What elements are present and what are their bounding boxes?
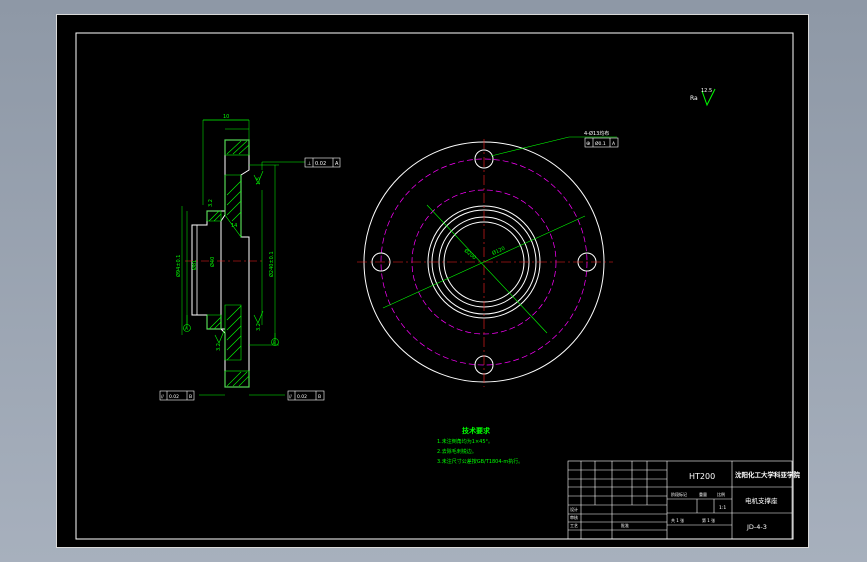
dim-tilt-b: 3.2: [208, 199, 214, 207]
dim-left-large: Ø94±0.1: [175, 255, 182, 277]
dim-center-a: Ø40: [209, 257, 216, 267]
school-name: 沈阳化工大学科亚学院: [735, 470, 801, 479]
plan-view: Ø200 Ø120 4-Ø13均布 ⊕ Ø0.1 A: [357, 130, 619, 387]
label-sheet-no: 第 1 张: [702, 517, 715, 523]
tol-br-datum: B: [318, 394, 321, 400]
center-label: Ø120: [491, 245, 506, 257]
tol-top-datum: A: [335, 161, 339, 167]
hole-callout: 4-Ø13均布: [584, 130, 609, 137]
hole-tol-datum: A: [612, 141, 616, 147]
tech-requirements: 技术要求 1.未注倒角均为1×45°。 2.去除毛刺锐边。 3.未注尺寸公差按G…: [437, 426, 523, 465]
label-sheets: 共 1 张: [671, 517, 684, 523]
hole-tol-symbol: ⊕: [586, 141, 590, 147]
tolerance-frame-bottom-left: // 0.02 B: [159, 390, 195, 401]
pcd-label: Ø200: [463, 247, 478, 261]
dim-center-b: 14: [231, 223, 237, 229]
dim-top: 10: [223, 114, 229, 120]
tol-top-value: 0.02: [315, 161, 326, 167]
datum-a-label: A: [185, 326, 188, 331]
title-block-text: HT200 沈阳化工大学科亚学院 电机支撑座 JD-4-3 阶段标记 重量 比例…: [570, 470, 801, 531]
label-process: 工艺: [570, 523, 578, 528]
tolerance-frame-top: ⊥ 0.02 A: [304, 157, 341, 168]
tolerance-frame-bottom-right: // 0.02 B: [287, 390, 325, 401]
datum-b-marker: [271, 338, 279, 346]
inner-frame: [75, 32, 794, 540]
hole-tolerance-frame: ⊕ Ø0.1 A: [584, 137, 619, 148]
scale: 1:1: [719, 505, 726, 511]
tech-item-2: 2.去除毛刺锐边。: [437, 448, 477, 455]
tol-br-symbol: //: [289, 394, 292, 399]
material: HT200: [689, 472, 715, 481]
label-approve: 批准: [621, 522, 629, 528]
drawing-number: JD-4-3: [746, 523, 767, 531]
cad-drawing: Ra 12.5 10: [75, 32, 801, 540]
tol-top-symbol: ⊥: [307, 161, 311, 167]
hatching: [206, 139, 250, 388]
tech-item-1: 1.未注倒角均为1×45°。: [437, 438, 493, 445]
datum-b-label: B: [273, 340, 276, 345]
roughness-symbol: Ra 12.5: [690, 88, 716, 107]
dim-tilt-d: 3.2: [216, 343, 222, 351]
hole-tol-value: Ø0.1: [595, 140, 606, 147]
section-view: 10 Ø94±0.1 Ø81 Ø40 14: [159, 114, 341, 401]
label-design: 设计: [570, 506, 578, 512]
tol-bl-datum: B: [189, 394, 192, 400]
dim-left-small: Ø81: [191, 260, 198, 270]
tech-title: 技术要求: [462, 426, 491, 435]
roughness-label: Ra: [690, 95, 698, 102]
tech-item-3: 3.未注尺寸公差按GB/T1804-m执行。: [437, 458, 523, 465]
dim-right-large: Ø240±0.1: [268, 251, 275, 277]
label-stage: 阶段标记: [671, 491, 687, 497]
label-ratio: 比例: [717, 491, 725, 497]
dim-tilt-c: 3.2: [256, 323, 262, 331]
label-check: 审核: [570, 514, 578, 520]
part-name: 电机支撑座: [745, 496, 778, 505]
drawing-sheet: Ra 12.5 10: [56, 14, 809, 548]
tol-bl-value: 0.02: [169, 394, 179, 400]
label-weight: 重量: [699, 491, 707, 497]
tol-bl-symbol: //: [161, 394, 164, 399]
tol-br-value: 0.02: [297, 394, 307, 400]
bolt-hole-top: [474, 149, 494, 169]
datum-a-marker: [183, 324, 191, 332]
roughness-value: 12.5: [701, 88, 712, 94]
title-block: [567, 460, 793, 540]
